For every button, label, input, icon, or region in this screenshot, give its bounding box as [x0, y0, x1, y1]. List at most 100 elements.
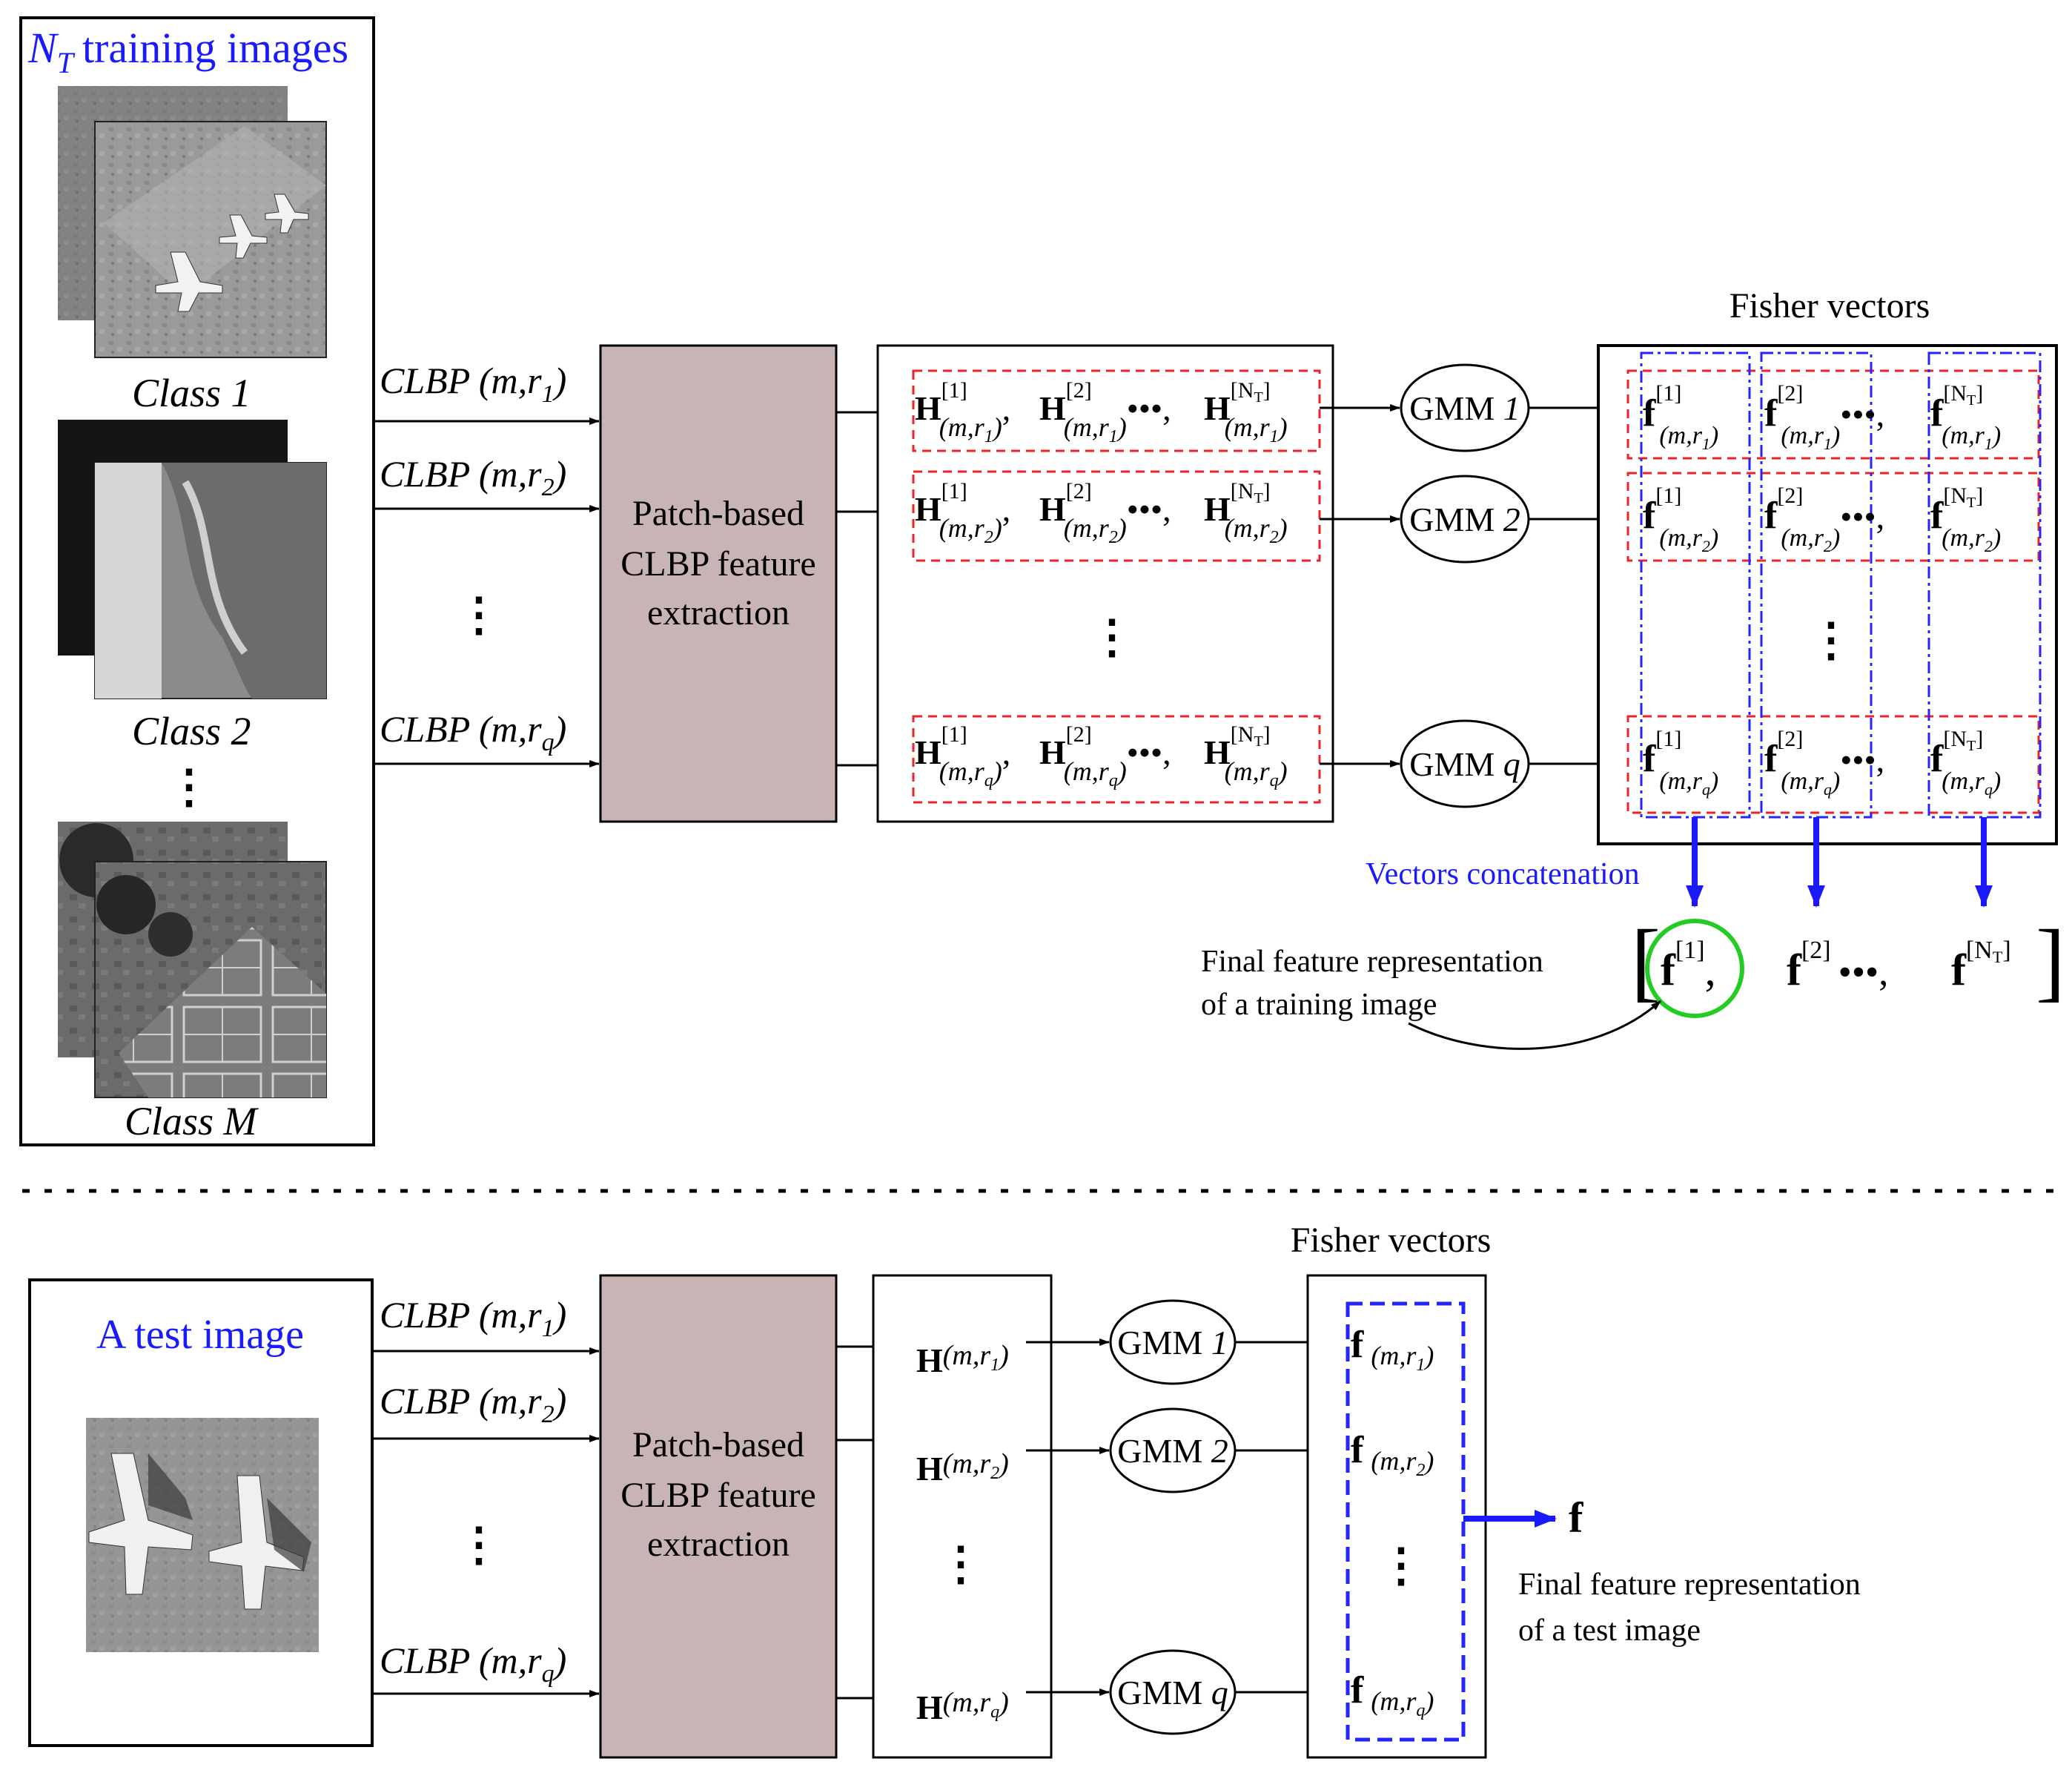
clbp-row-q: CLBP (m,rq): [374, 708, 600, 767]
hist-row-1: H[1](m,r1), H[2](m,r1)•••, H[NT](m,r1): [915, 378, 1288, 446]
hist-row-2-dashed-box: [912, 470, 1321, 562]
class-1-label: Class 1: [132, 371, 251, 415]
svg-text:of a training image: of a training image: [1201, 988, 1437, 1022]
class-2-image-stack: Class 2: [58, 420, 327, 753]
fisher-vectors-box-bottom: Fisher vectors f(m,r1) f(m,r2) ⋮ f(m,rq): [1291, 1221, 1491, 1759]
svg-text:H(m,rq): H(m,rq): [916, 1687, 1009, 1726]
svg-text:f[NT](m,rq): f[NT](m,rq): [1930, 727, 2001, 799]
clbp-vdots-top: ⋮: [456, 590, 502, 641]
svg-text:CLBP feature: CLBP feature: [620, 1476, 815, 1515]
fisher-row-q: f[1](m,rq) f[2](m,rq)•••, f[NT](m,rq): [1643, 727, 2001, 799]
svg-text:GMM q: GMM q: [1409, 745, 1520, 783]
histogram-box-bottom: H(m,r1) H(m,r2) ⋮ H(m,rq): [872, 1274, 1053, 1759]
svg-text:Final feature representation: Final feature representation: [1518, 1568, 1861, 1602]
test-image: [86, 1418, 319, 1652]
class-2-label: Class 2: [132, 709, 251, 753]
svg-text:Final feature representation: Final feature representation: [1201, 945, 1543, 979]
gmm-1-top: GMM 1: [1400, 363, 1530, 452]
svg-text:H[1](m,rq),: H[1](m,rq),: [915, 722, 1010, 790]
svg-text:GMM 1: GMM 1: [1117, 1324, 1228, 1361]
patch-clbp-box-top: Patch-based CLBP feature extraction: [599, 344, 838, 823]
fisher-vdots-top: ⋮: [1808, 615, 1854, 666]
svg-text:CLBP (m,r1): CLBP (m,r1): [380, 1294, 566, 1342]
clbp-vdots-bottom: ⋮: [456, 1520, 502, 1571]
clbp-inputs-bottom: CLBP (m,r1) CLBP (m,r2) ⋮ CLBP (m,rq): [372, 1294, 600, 1697]
svg-text:CLBP (m,r1): CLBP (m,r1): [380, 360, 566, 408]
concatenated-vector: [ f[1], f[2]•••, f[NT] ]: [1631, 911, 2065, 1018]
svg-text:H[NT](m,rq): H[NT](m,rq): [1204, 722, 1288, 790]
test-image-panel: A test image: [28, 1278, 374, 1747]
svg-text:H[NT](m,r1): H[NT](m,r1): [1204, 378, 1288, 446]
svg-text:f[2](m,r2)•••,: f[2](m,r2)•••,: [1764, 483, 1884, 555]
svg-text:f[1](m,r2): f[1](m,r2): [1643, 483, 1718, 555]
svg-text:f(m,rq): f(m,rq): [1351, 1669, 1434, 1720]
svg-text:f[2](m,rq)•••,: f[2](m,rq)•••,: [1764, 727, 1884, 799]
svg-text:f(m,r2): f(m,r2): [1351, 1429, 1434, 1480]
final-feature-training-note: Final feature representation of a traini…: [1201, 945, 1661, 1050]
svg-text:f[2]•••,: f[2]•••,: [1787, 937, 1888, 994]
svg-text:H[1](m,r2),: H[1](m,r2),: [915, 479, 1010, 547]
final-test-vector: f: [1569, 1493, 1583, 1542]
svg-text:CLBP (m,rq): CLBP (m,rq): [380, 708, 566, 756]
svg-text:H[NT](m,r2): H[NT](m,r2): [1204, 479, 1288, 547]
svg-text:f[1],: f[1],: [1661, 937, 1716, 994]
svg-text:H(m,r2): H(m,r2): [916, 1448, 1009, 1488]
class-m-label: Class M: [125, 1099, 259, 1143]
test-title: A test image: [96, 1312, 304, 1358]
clbp-inputs-top: CLBP (m,r1) CLBP (m,r2) ⋮ CLBP (m,rq): [374, 360, 600, 767]
hist-vdots-bottom: ⋮: [938, 1539, 984, 1590]
clbp-test-row-2: CLBP (m,r2): [372, 1380, 600, 1442]
class-1-image-stack: Class 1: [58, 86, 327, 415]
final-feature-test-note: Final feature representation of a test i…: [1518, 1568, 1861, 1648]
fisher-row-2: f[1](m,r2) f[2](m,r2)•••, f[NT](m,r2): [1643, 483, 2001, 555]
vectors-concatenation-label: Vectors concatenation: [1366, 857, 1640, 891]
svg-text:CLBP (m,r2): CLBP (m,r2): [380, 453, 566, 501]
hist-vdots-top: ⋮: [1089, 613, 1135, 663]
svg-text:f[NT](m,r2): f[NT](m,r2): [1930, 483, 2001, 555]
svg-text:GMM 2: GMM 2: [1409, 501, 1520, 538]
clbp-test-row-q: CLBP (m,rq): [372, 1640, 600, 1697]
svg-text:Patch-based: Patch-based: [632, 494, 804, 533]
highlight-circle: [1645, 919, 1744, 1018]
fisher-vectors-box-top: Fisher vectors f[1](m,r1) f[2](m,r1)•••,…: [1597, 286, 2058, 845]
fisher-title-top: Fisher vectors: [1730, 286, 1930, 326]
svg-text:CLBP (m,rq): CLBP (m,rq): [380, 1640, 566, 1688]
clbp-row-2: CLBP (m,r2): [374, 453, 600, 512]
concat-right-bracket: ]: [2036, 911, 2065, 1010]
hist-row-q-dashed-box: [912, 715, 1321, 804]
svg-text:H[2](m,rq)•••,: H[2](m,rq)•••,: [1039, 722, 1171, 790]
svg-text:extraction: extraction: [647, 593, 790, 633]
gmm-2-bottom: GMM 2: [1109, 1407, 1237, 1493]
fisher-row-1: f[1](m,r1) f[2](m,r1)•••, f[NT](m,r1): [1643, 381, 2001, 453]
clbp-test-row-1: CLBP (m,r1): [372, 1294, 600, 1355]
svg-text:GMM 2: GMM 2: [1117, 1432, 1228, 1470]
gmm-1-bottom: GMM 1: [1109, 1299, 1237, 1385]
class-m-image-stack: Class M: [58, 822, 327, 1143]
patch-clbp-box-bottom: Patch-based CLBP feature extraction: [599, 1274, 838, 1759]
clbp-row-1: CLBP (m,r1): [374, 360, 600, 425]
svg-text:CLBP (m,r2): CLBP (m,r2): [380, 1380, 566, 1428]
histogram-box-top: H[1](m,r1), H[2](m,r1)•••, H[NT](m,r1) H…: [876, 344, 1334, 823]
svg-text:CLBP feature: CLBP feature: [620, 544, 815, 584]
hist-row-1-dashed-box: [912, 369, 1321, 452]
svg-text:GMM 1: GMM 1: [1409, 389, 1520, 427]
svg-text:f[1](m,rq): f[1](m,rq): [1643, 727, 1718, 799]
gmm-q-top: GMM q: [1400, 719, 1530, 808]
svg-text:f[2](m,r1)•••,: f[2](m,r1)•••,: [1764, 381, 1884, 453]
fisher-vdots-bottom: ⋮: [1378, 1541, 1424, 1591]
svg-text:f[1](m,r1): f[1](m,r1): [1643, 381, 1718, 453]
svg-text:H[2](m,r2)•••,: H[2](m,r2)•••,: [1039, 479, 1171, 547]
svg-text:Patch-based: Patch-based: [632, 1425, 804, 1465]
svg-text:extraction: extraction: [647, 1525, 790, 1564]
gmm-2-top: GMM 2: [1400, 475, 1530, 564]
svg-text:f[NT](m,r1): f[NT](m,r1): [1930, 381, 2001, 453]
svg-text:GMM q: GMM q: [1117, 1674, 1228, 1711]
svg-text:H(m,r1): H(m,r1): [916, 1340, 1009, 1379]
svg-text:H[1](m,r1),: H[1](m,r1),: [915, 378, 1010, 446]
svg-text:of a test image: of a test image: [1518, 1614, 1701, 1648]
svg-text:f(m,r1): f(m,r1): [1351, 1324, 1434, 1375]
svg-text:f[NT]: f[NT]: [1951, 937, 2011, 994]
